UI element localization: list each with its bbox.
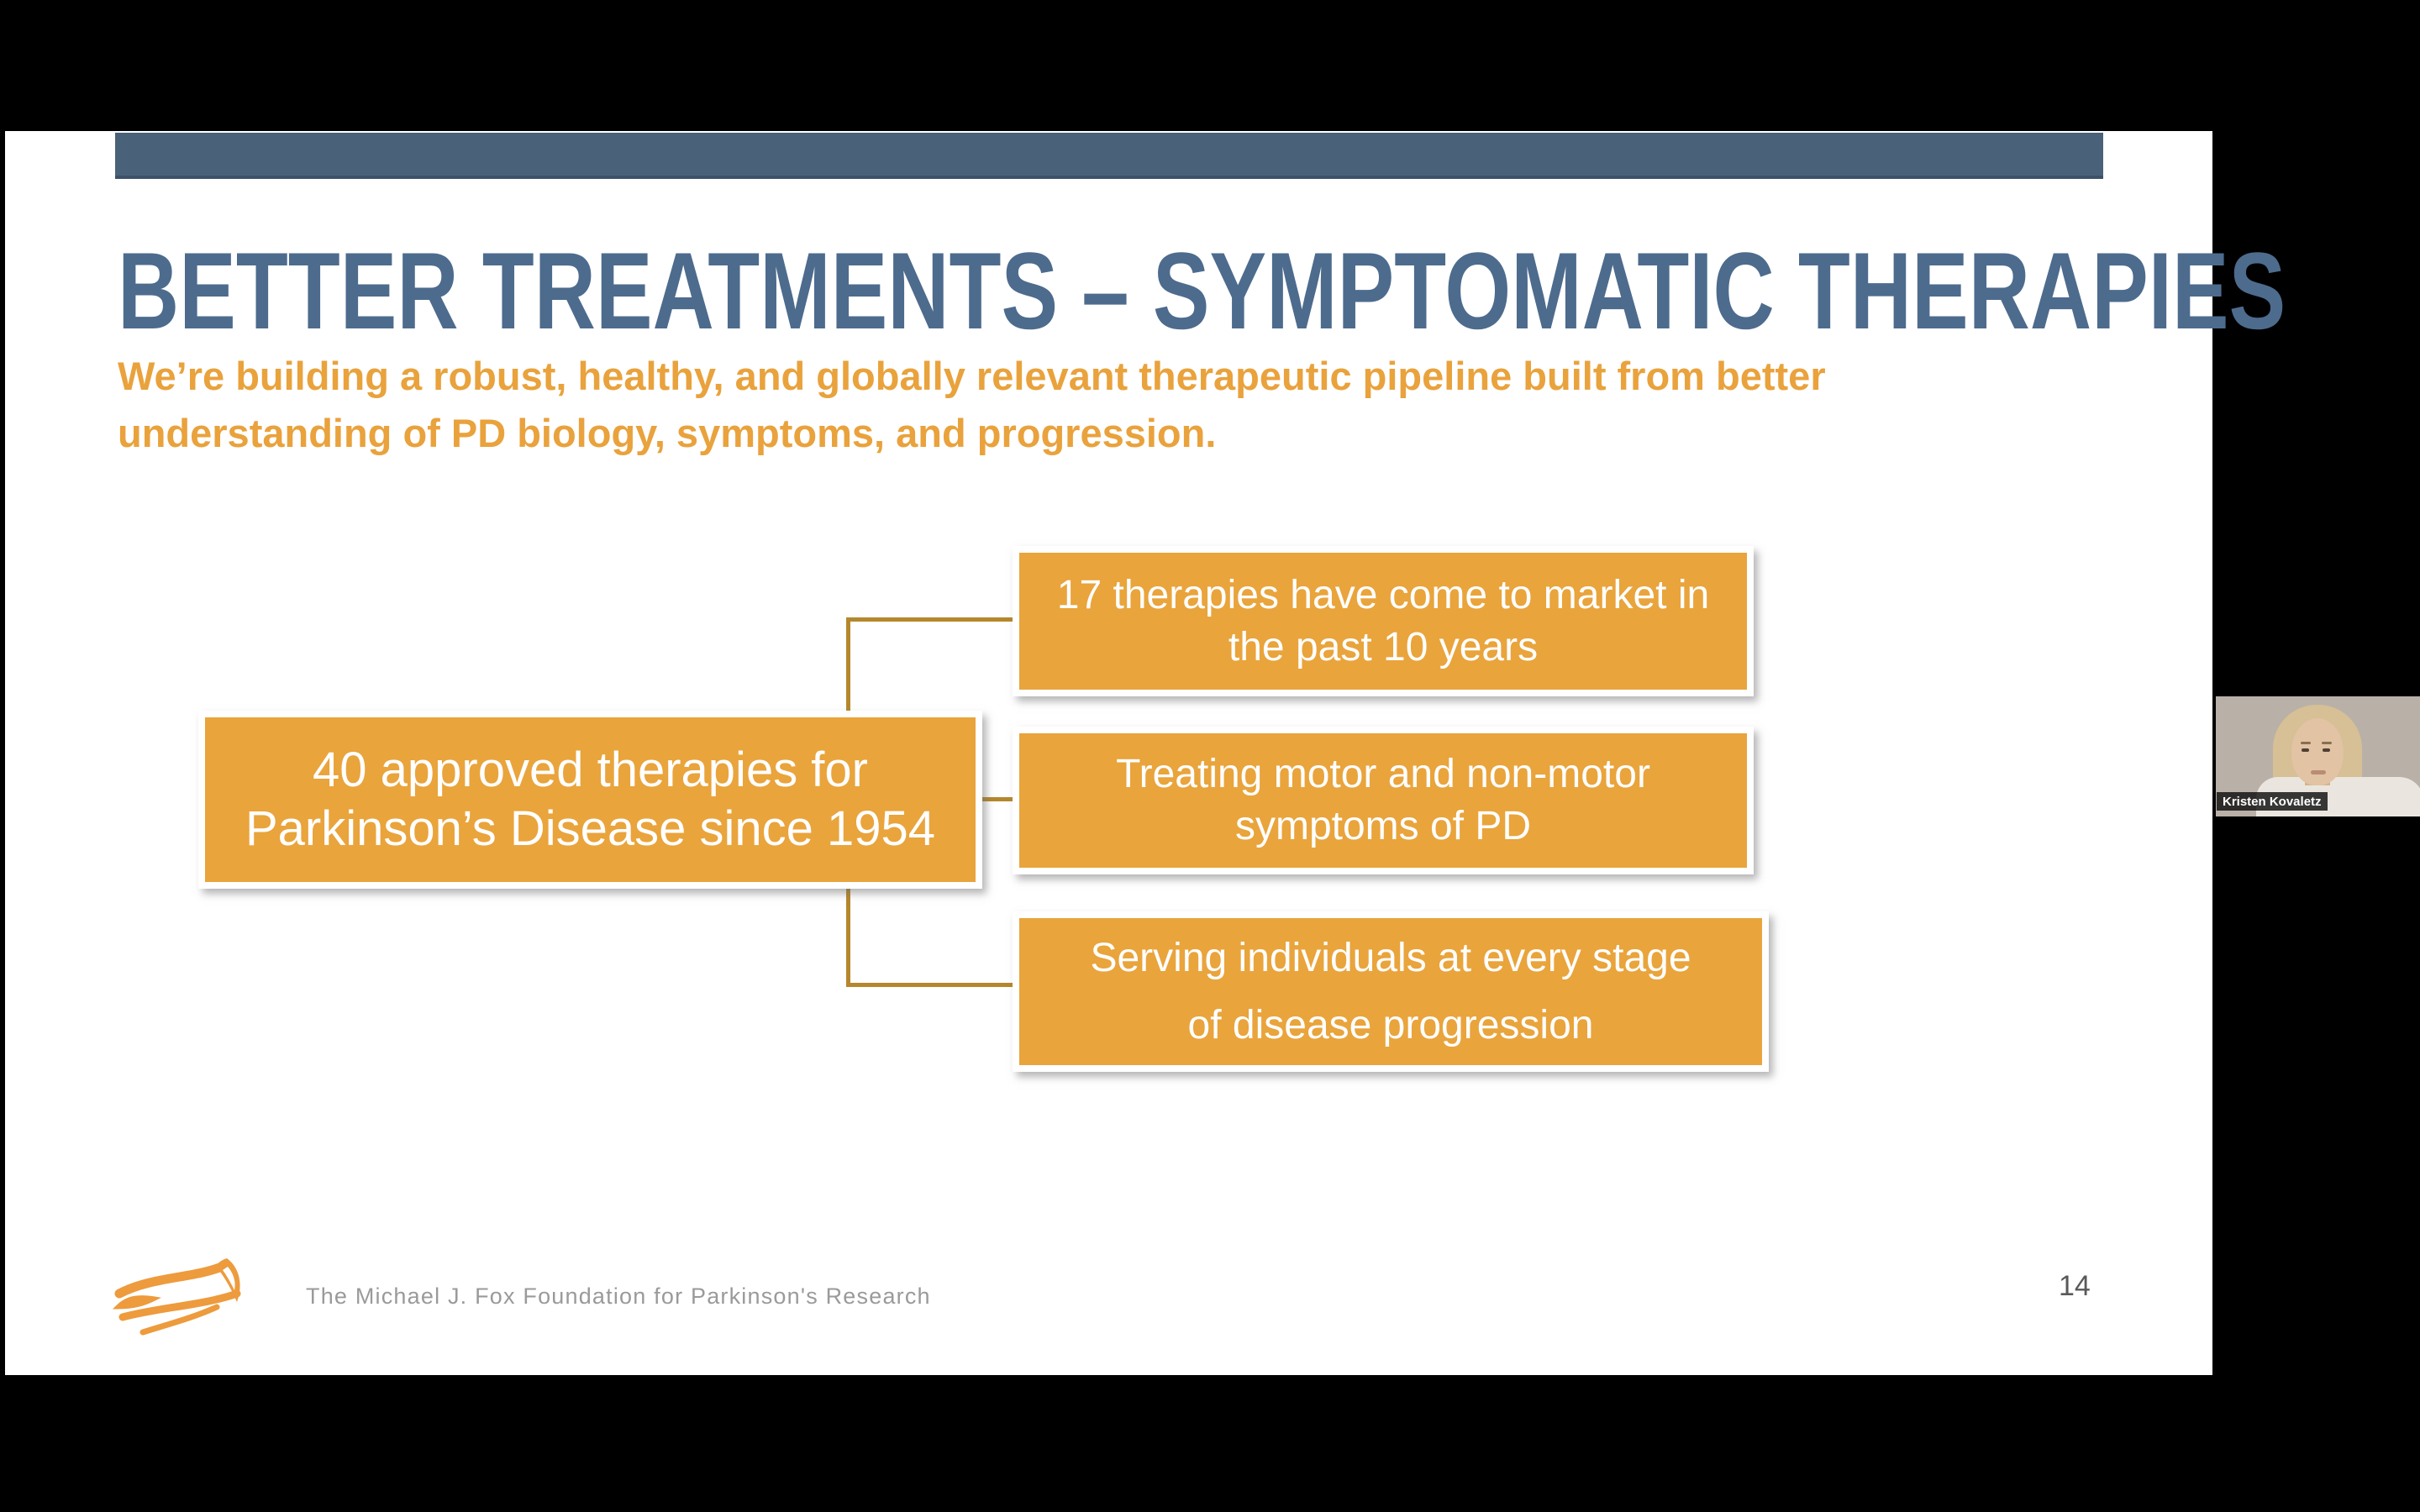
connector-top-branch xyxy=(846,617,1019,622)
participant-mouth xyxy=(2311,770,2326,774)
branch-box-2-line-1: Treating motor and non-motor xyxy=(1116,752,1650,796)
connector-bottom-branch xyxy=(846,983,1019,987)
branch-box-3-line-2: of disease progression xyxy=(1187,1002,1594,1047)
footer-brand-text: The Michael J. Fox Foundation for Parkin… xyxy=(306,1284,931,1309)
branch-box-1-line-1: 17 therapies have come to market in xyxy=(1056,572,1710,617)
diagram-root-box: 40 approved therapies for Parkinson’s Di… xyxy=(198,711,982,889)
diagram-branch-box-therapies: 17 therapies have come to market in the … xyxy=(1013,546,1754,696)
root-box-line-1: 40 approved therapies for xyxy=(313,743,868,797)
branch-box-1-line-2: the past 10 years xyxy=(1228,624,1539,669)
root-box-line-2: Parkinson’s Disease since 1954 xyxy=(245,801,936,856)
participant-name-label: Kristen Kovaletz xyxy=(2217,792,2328,811)
slide-title: BETTER TREATMENTS – SYMPTOMATIC THERAPIE… xyxy=(118,225,2420,356)
slide-page-number: 14 xyxy=(2059,1270,2091,1302)
connector-middle-branch xyxy=(971,797,1022,801)
participant-brow-left xyxy=(2301,742,2311,744)
fox-ear-shape xyxy=(215,1258,240,1302)
diagram-branch-box-symptoms: Treating motor and non-motor symptoms of… xyxy=(1013,727,1754,874)
participant-eye-left xyxy=(2302,748,2309,752)
slide-subtitle: We’re building a robust, healthy, and gl… xyxy=(118,348,1826,462)
participant-eye-right xyxy=(2323,748,2330,752)
participant-video-tile[interactable]: Kristen Kovaletz xyxy=(2216,696,2420,816)
branch-box-3-line-1: Serving individuals at every stage xyxy=(1090,935,1691,980)
participant-brow-right xyxy=(2322,742,2332,744)
diagram-branch-box-stages: Serving individuals at every stage of di… xyxy=(1013,911,1769,1072)
subtitle-line-2: understanding of PD biology, symptoms, a… xyxy=(118,411,1217,455)
slide-title-text: BETTER TREATMENTS – SYMPTOMATIC THERAPIE… xyxy=(118,229,2286,352)
participant-face xyxy=(2291,718,2344,785)
slide-accent-bar xyxy=(115,133,2103,179)
branch-box-2-line-2: symptoms of PD xyxy=(1234,804,1532,848)
presentation-slide: BETTER TREATMENTS – SYMPTOMATIC THERAPIE… xyxy=(5,131,2286,1375)
fox-logo-icon xyxy=(111,1255,279,1343)
subtitle-line-1: We’re building a robust, healthy, and gl… xyxy=(118,354,1826,398)
